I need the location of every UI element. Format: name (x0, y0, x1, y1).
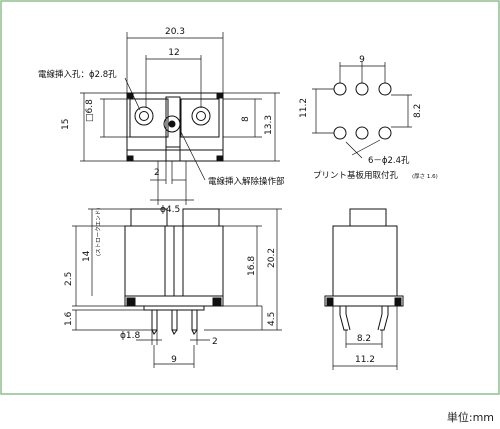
front-dim-14: 14 (82, 250, 92, 262)
pcb-view (333, 82, 392, 140)
wire-hole-left-inner (139, 111, 149, 121)
front-dims (72, 208, 282, 368)
pcb-hole-label: 6－ϕ2.4孔 (368, 156, 410, 166)
top-view (126, 92, 224, 162)
unit-label: 単位:mm (446, 411, 494, 424)
front-stroke-note: (ストロークエンド) (95, 208, 102, 256)
side-dim-11-2: 11.2 (355, 355, 375, 365)
frame-border (0, 0, 500, 395)
release-dot (168, 120, 176, 128)
dim-12: 12 (168, 48, 179, 58)
tab-tr (216, 92, 224, 99)
pin-1-tip (151, 329, 158, 335)
tab-bl (126, 155, 134, 162)
pin-1 (151, 309, 158, 331)
front-dim-20-2: 20.2 (267, 248, 277, 268)
front-pin-width: 2 (212, 337, 218, 347)
pin-2-tip (171, 329, 178, 335)
front-tab-r (212, 297, 222, 306)
pcb-mount-label: プリント基板用取付孔 (313, 170, 399, 181)
front-dim-labels: 2.5 14 (ストロークエンド) 16.8 20.2 4.5 1.6 ϕ1.8… (64, 208, 277, 365)
top-body (126, 92, 224, 162)
dim-13-3: 13.3 (264, 115, 274, 135)
front-dim-2-5: 2.5 (64, 272, 74, 286)
tab-br (216, 155, 224, 162)
side-base (324, 295, 404, 307)
front-view (124, 208, 224, 335)
top-socket-right (180, 98, 220, 138)
side-dims (332, 306, 398, 370)
pcb-dim-8-2: 8.2 (413, 104, 423, 118)
pcb-hole-6 (378, 126, 392, 140)
pcb-thickness-note: (厚さ 1.6) (412, 173, 438, 180)
wire-hole-label: 電線挿入孔：ϕ2.8孔 (38, 69, 117, 80)
side-dim-8-2: 8.2 (357, 334, 371, 344)
pcb-dim-9: 9 (359, 55, 365, 65)
pin-3-tip (191, 329, 198, 335)
side-tab-r (394, 297, 402, 306)
dim-20-3: 20.3 (165, 27, 185, 37)
front-dim-16-8: 16.8 (247, 256, 257, 276)
drawing-frame: 20.3 12 電線挿入孔：ϕ2.8孔 15 □6.8 8 13.3 2 電線挿… (0, 0, 500, 395)
front-dim-1-6: 1.6 (64, 311, 74, 326)
dim-square: □6.8 (85, 99, 95, 122)
dim-2-top: 2 (154, 168, 160, 178)
pin-2 (171, 309, 178, 331)
front-pitch-9: 9 (171, 355, 177, 365)
front-pin-dia: ϕ1.8 (120, 331, 141, 341)
top-dims (80, 32, 280, 205)
side-view (324, 208, 404, 331)
front-dim-4-5: 4.5 (267, 312, 277, 326)
dim-15: 15 (61, 119, 71, 130)
side-tab-l (326, 297, 334, 306)
release-button (163, 115, 181, 133)
pcb-dim-labels: 9 11.2 8.2 6－ϕ2.4孔 プリント基板用取付孔 (厚さ 1.6) (299, 55, 438, 181)
dim-8: 8 (241, 116, 251, 122)
wire-hole-left (134, 106, 154, 126)
top-socket-left (129, 98, 169, 138)
side-pin-left-2 (345, 306, 351, 331)
side-pin-right-2 (377, 306, 383, 331)
dim-4-5: ϕ4.5 (160, 205, 180, 215)
release-label: 電線挿入解除操作部 (208, 176, 285, 187)
pcb-hole-5 (355, 126, 369, 140)
pcb-dim-11-2: 11.2 (299, 98, 309, 118)
side-dim-labels: 8.2 11.2 (355, 334, 375, 365)
pcb-dims (312, 62, 412, 159)
top-dim-labels: 20.3 12 電線挿入孔：ϕ2.8孔 15 □6.8 8 13.3 2 電線挿… (38, 27, 285, 215)
front-tab-l (126, 297, 136, 306)
pin-3 (191, 309, 198, 331)
wire-hole-right-inner (196, 111, 206, 121)
